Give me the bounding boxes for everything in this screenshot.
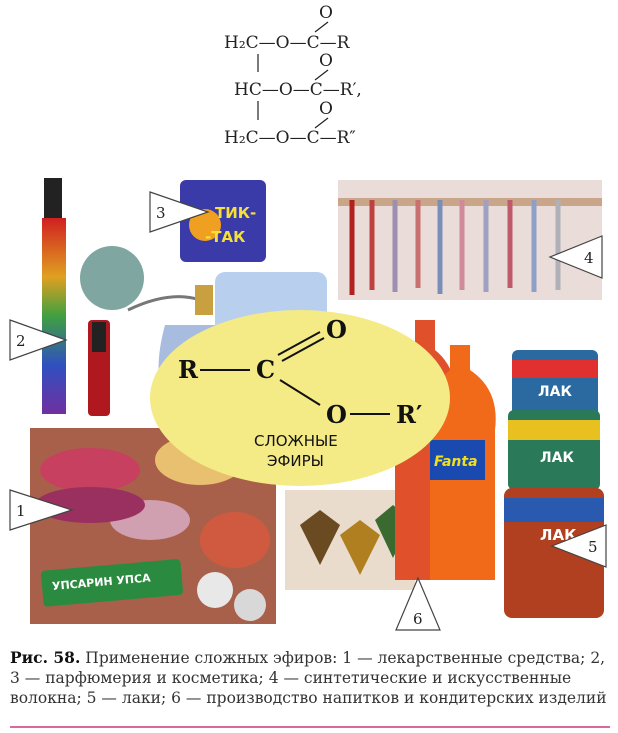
marker-number: 1	[16, 502, 26, 520]
formula-oxygen-2: O	[319, 51, 333, 71]
can: ЛАК	[508, 410, 600, 490]
can: ЛАК	[504, 488, 604, 618]
esters-label-2: ЭФИРЫ	[267, 452, 324, 470]
formula-row-1: H₂C—O—C—R	[224, 33, 351, 53]
formula-r: R	[178, 355, 199, 384]
formula-oxygen-3: O	[319, 99, 333, 119]
fanta-label: Fanta	[434, 454, 478, 470]
formula-r-prime: R′	[396, 400, 422, 429]
marker-number: 4	[584, 249, 594, 267]
photo-soap-tik-tak: ТИК- -ТАК	[180, 180, 266, 262]
caption-label: Рис. 58.	[10, 648, 81, 667]
tik-tak-label-2: -ТАК	[205, 228, 246, 246]
marker-number: 2	[16, 332, 26, 350]
triglyceride-formula: O H₂C—O—C—R O HC—O—C—R′, O H₂C—O—C—R″	[224, 3, 362, 148]
photo-varnish-cans: ЛАК ЛАК ЛАК	[504, 350, 604, 618]
caption-text: Применение сложных эфиров: 1 — лекарстве…	[10, 649, 607, 707]
marker-6: 6	[395, 576, 441, 631]
marker-4: 4	[548, 235, 603, 279]
marker-5: 5	[550, 524, 607, 568]
formula-oxygen-1: O	[319, 3, 333, 23]
marker-number: 6	[413, 610, 423, 628]
photo-synthetic-fibers	[338, 180, 602, 300]
can: ЛАК	[512, 350, 598, 418]
photo-drinks-confectionery: Fanta	[285, 320, 496, 590]
marker-3: 3	[149, 191, 210, 233]
tik-tak-label-1: ТИК-	[215, 204, 256, 222]
ester-general-formula: R C O O R′ СЛОЖНЫЕ ЭФИРЫ	[150, 310, 450, 486]
formula-o-double: O	[326, 315, 347, 344]
formula-row-3: H₂C—O—C—R″	[224, 128, 356, 148]
marker-1: 1	[9, 489, 74, 531]
caption-divider	[10, 726, 610, 728]
marker-number: 3	[156, 204, 166, 222]
can-label: ЛАК	[540, 450, 574, 466]
marker-number: 5	[588, 538, 598, 556]
figure-caption: Рис. 58. Применение сложных эфиров: 1 — …	[10, 648, 610, 708]
esters-label-1: СЛОЖНЫЕ	[254, 432, 338, 450]
formula-o-single: O	[326, 400, 347, 429]
formula-c: C	[256, 355, 275, 384]
marker-2: 2	[9, 319, 68, 361]
can-label: ЛАК	[538, 384, 572, 400]
formula-row-2: HC—O—C—R′,	[234, 80, 362, 100]
